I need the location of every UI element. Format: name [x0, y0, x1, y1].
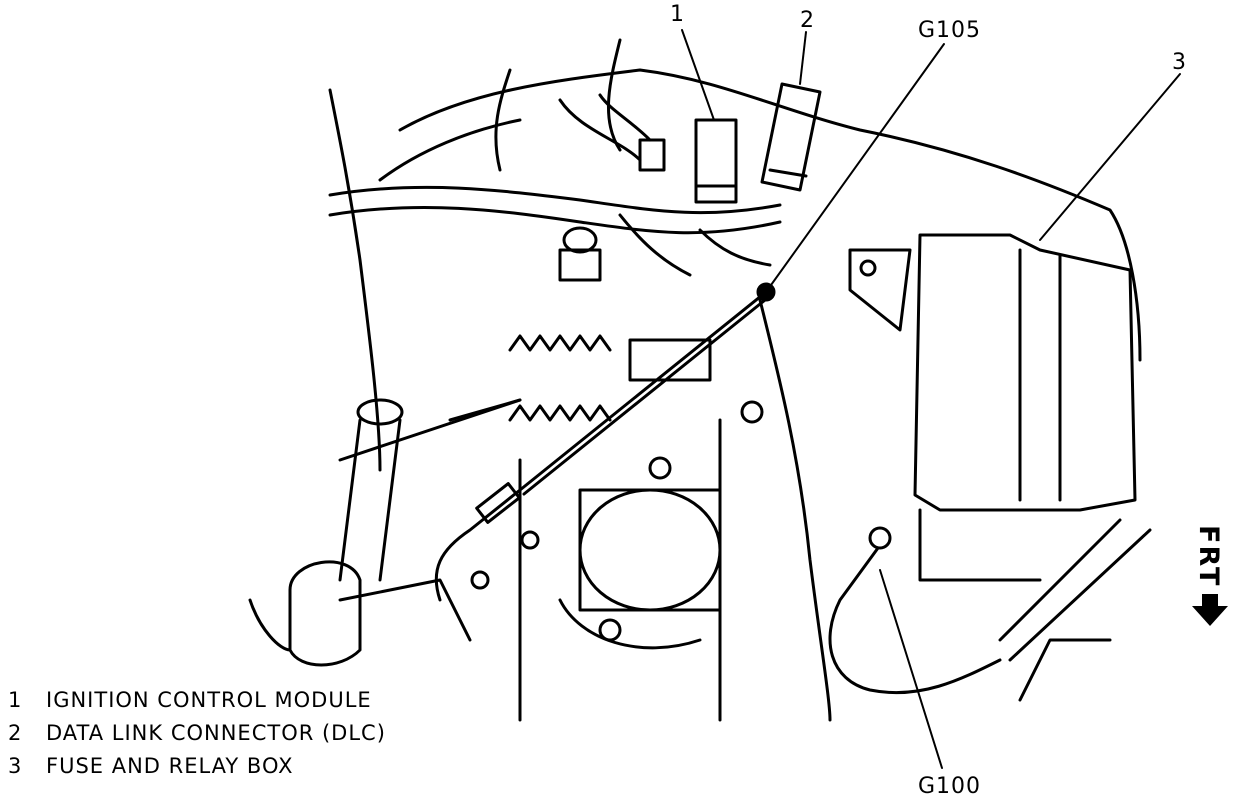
callout-1: 1 — [670, 2, 685, 27]
ground-strap-g100 — [828, 526, 1002, 695]
callout-3: 3 — [1172, 50, 1187, 75]
sensor-plug — [558, 138, 666, 282]
engine-block — [448, 298, 832, 722]
fender-panel — [998, 518, 1152, 702]
firewall-outline — [328, 38, 1142, 472]
legend-item: 2 DATA LINK CONNECTOR (DLC) — [8, 717, 386, 750]
ignition-control-module — [694, 118, 738, 204]
front-label: FRT — [1193, 524, 1224, 588]
legend-number: 1 — [8, 688, 23, 712]
callout-g105: G105 — [918, 18, 982, 43]
legend: 1 IGNITION CONTROL MODULE 2 DATA LINK CO… — [8, 684, 386, 783]
accordion-bellows — [508, 334, 712, 422]
callout-g100: G100 — [918, 774, 982, 799]
legend-number: 3 — [8, 754, 23, 778]
ground-strap-g105 — [434, 282, 776, 602]
leader-lines — [681, 29, 1181, 769]
callout-2: 2 — [800, 8, 815, 33]
starter-solenoid — [520, 488, 722, 650]
arrow-down-icon — [1192, 594, 1228, 626]
front-indicator: FRT — [1192, 516, 1228, 626]
legend-label: FUSE AND RELAY BOX — [46, 754, 294, 778]
fuse-relay-box — [848, 233, 1137, 582]
wiring-harness — [328, 93, 782, 277]
data-link-connector — [760, 82, 822, 192]
legend-label: IGNITION CONTROL MODULE — [46, 688, 372, 712]
legend-label: DATA LINK CONNECTOR (DLC) — [46, 721, 386, 745]
legend-item: 3 FUSE AND RELAY BOX — [8, 750, 386, 783]
reservoir-cap — [248, 560, 472, 667]
shaft — [338, 398, 522, 582]
legend-item: 1 IGNITION CONTROL MODULE — [8, 684, 386, 717]
legend-number: 2 — [8, 721, 23, 745]
